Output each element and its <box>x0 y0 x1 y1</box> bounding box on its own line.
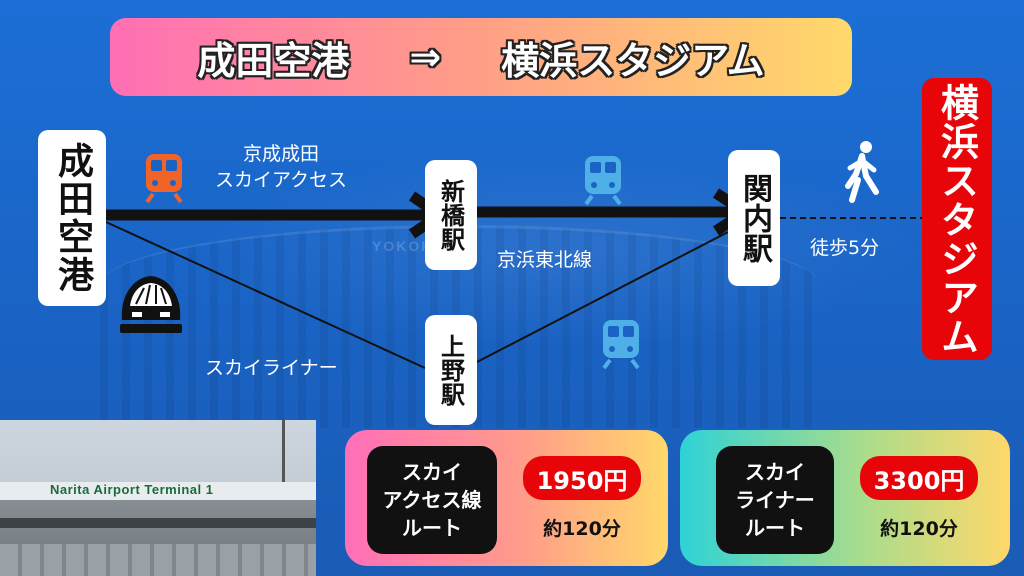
label-keihin-tohoku-line: 京浜東北線 <box>497 249 593 271</box>
station-ueno: 上野駅 <box>425 315 477 425</box>
label-skyliner: スカイライナー <box>205 357 338 379</box>
photo-terminal-sign: Narita Airport Terminal 1 <box>50 482 214 497</box>
walking-person-icon <box>845 141 879 203</box>
label-keisei-access-line: 京成成田 スカイアクセス <box>215 143 348 191</box>
destination-yokohama-stadium: 横浜スタジアム <box>922 78 992 360</box>
title-bar: 成田空港 ⇒ 横浜スタジアム <box>110 18 852 96</box>
narita-terminal-photo: Narita Airport Terminal 1 <box>0 420 316 576</box>
title-from: 成田空港 <box>197 38 350 83</box>
photo-facade <box>0 544 316 576</box>
title-arrow: ⇒ <box>409 35 442 79</box>
train-icon <box>584 156 622 206</box>
train-icon <box>602 320 640 370</box>
station-kannai: 関内駅 <box>728 150 780 286</box>
route-time: 約120分 <box>543 518 621 540</box>
train-icon <box>145 154 183 204</box>
route-card-sky-access: スカイ アクセス線 ルート 1950円 約120分 <box>345 430 668 566</box>
photo-band <box>0 518 316 528</box>
keihin-line-ueno-to-kannai <box>476 231 729 363</box>
photo-mast <box>282 420 285 482</box>
station-shinbashi: 新橋駅 <box>425 160 477 270</box>
skyliner-train-icon <box>120 276 182 333</box>
station-narita-airport: 成田空港 <box>38 130 106 306</box>
title-to: 横浜スタジアム <box>501 38 765 83</box>
route-name: スカイ ライナー ルート <box>716 446 834 554</box>
skyliner-line-to-ueno <box>105 221 426 369</box>
route-name: スカイ アクセス線 ルート <box>367 446 497 554</box>
photo-roof <box>0 482 316 500</box>
route-card-skyliner: スカイ ライナー ルート 3300円 約120分 <box>680 430 1010 566</box>
label-walk: 徒歩5分 <box>810 237 880 259</box>
route-time: 約120分 <box>880 518 958 540</box>
route-price: 3300円 <box>860 456 978 500</box>
route-price: 1950円 <box>523 456 641 500</box>
